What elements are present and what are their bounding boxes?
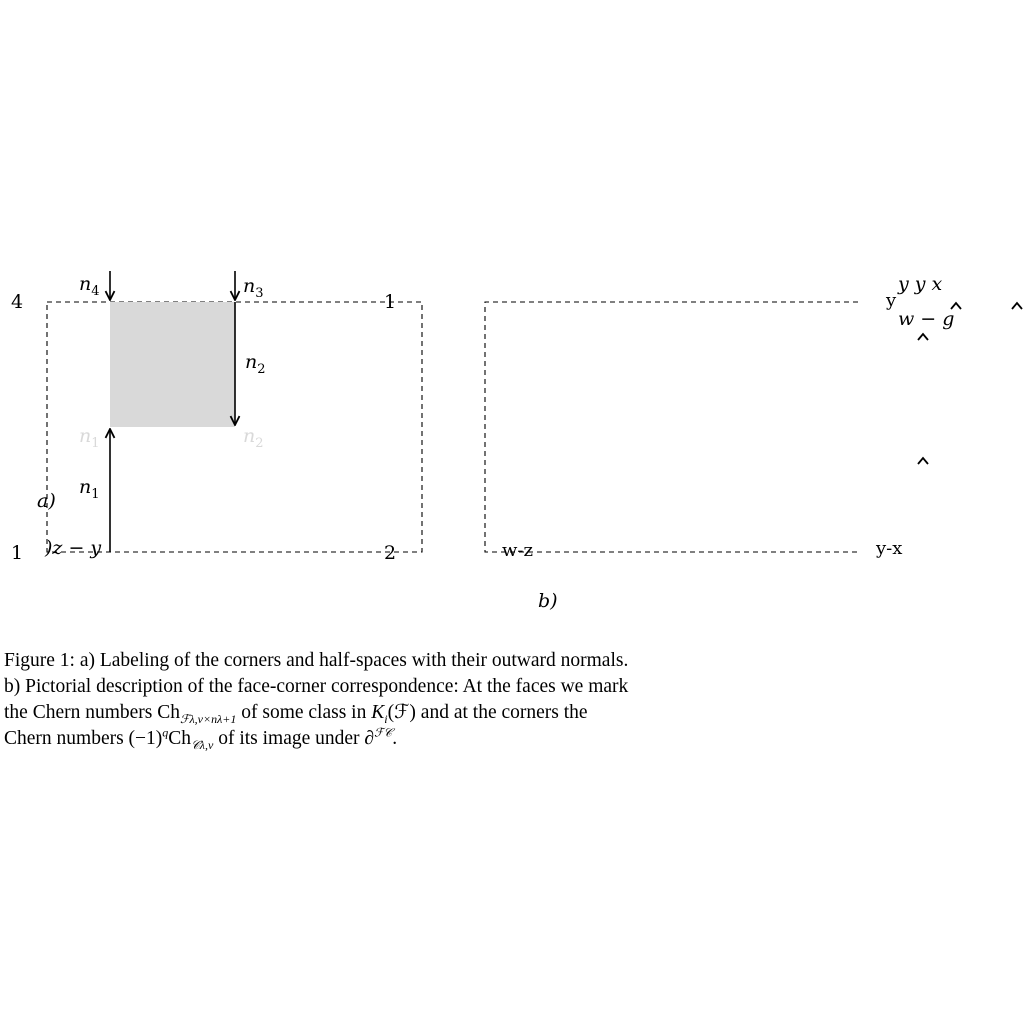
panel-a-dashed-frame — [46, 301, 423, 553]
panel-a-bottom-math: )z − y — [44, 537, 101, 559]
corner-label-bottom-left: 1 — [11, 542, 23, 564]
label-n4-base: n — [79, 273, 91, 295]
label-n4: n4 — [79, 273, 100, 299]
panel-b-corner-w-z: w-z — [502, 540, 533, 561]
caption-line-3-math-sub: i — [384, 711, 388, 726]
label-n2-faded: n2 — [243, 425, 264, 451]
label-n1-base: n — [79, 476, 91, 498]
caption-line-3-math: K — [371, 702, 385, 723]
panel-b-top-math-line1: y y x — [897, 273, 943, 295]
figure-caption: Figure 1: a) Labeling of the corners and… — [4, 648, 774, 752]
panel-b-corner-y: y — [885, 290, 897, 311]
caption-line-1: Figure 1: a) Labeling of the corners and… — [4, 650, 629, 671]
caption-line-4-ch: Ch — [168, 728, 192, 749]
caret-mark-2 — [1011, 301, 1023, 310]
label-n3-base: n — [243, 275, 255, 297]
panel-b: w-z y-x y y y x w − g b) — [484, 273, 1023, 612]
caption-line-3-pre: the Chern numbers Ch — [4, 702, 181, 723]
label-n1-faded-base: n — [79, 425, 91, 447]
caret-mark-1 — [950, 301, 962, 310]
corner-label-top-right: 1 — [384, 291, 396, 313]
caption-line-4-pre: Chern numbers (−1) — [4, 728, 163, 749]
caption-line-3: the Chern numbers Chℱλ,v×nλ+1 of some cl… — [4, 700, 774, 726]
caret-mark-4 — [917, 456, 929, 465]
caption-line-4-mid: of its image under ∂ — [213, 728, 375, 749]
label-n2-base: n — [245, 351, 257, 373]
label-n2-faded-base: n — [243, 425, 255, 447]
caption-line-4-end: . — [392, 728, 398, 749]
label-n3: n3 — [243, 275, 264, 301]
label-n2-sub: 2 — [257, 362, 265, 377]
label-n1-faded-sub: 1 — [91, 436, 99, 451]
panel-a-label: a) — [37, 490, 56, 512]
label-n2-faded-sub: 2 — [255, 436, 263, 451]
shaded-region — [110, 302, 235, 427]
panel-b-corner-y-x: y-x — [875, 538, 902, 559]
label-n1: n1 — [79, 476, 100, 502]
panel-b-top-math-line2: w − g — [898, 308, 954, 330]
panel-b-dashed-frame — [484, 301, 858, 553]
label-n3-sub: 3 — [255, 286, 263, 301]
caret-mark-3 — [917, 332, 929, 341]
corner-label-bottom-right: 2 — [384, 542, 396, 564]
label-n1-sub: 1 — [91, 487, 99, 502]
caption-line-3-sub: ℱλ,v×nλ+1 — [180, 711, 237, 726]
caption-line-3-post: and at the corners the — [415, 702, 588, 723]
caption-line-3-math-post: (ℱ) — [387, 702, 416, 723]
panel-a: n4 n3 n2 n1 n1 n2 1 2 1 4 a) )z − y — [11, 271, 423, 564]
corner-label-top-left: 4 — [11, 291, 23, 313]
label-n4-sub: 4 — [91, 284, 99, 299]
caption-line-4-sub: 𝒞λ,v — [191, 737, 214, 752]
label-n2: n2 — [245, 351, 266, 377]
caption-line-4-sup2: ℱ𝒞 — [374, 725, 393, 740]
caption-line-3-mid: of some class in — [236, 702, 372, 723]
label-n1-faded: n1 — [79, 425, 100, 451]
caption-line-2: b) Pictorial description of the face-cor… — [4, 676, 629, 697]
caption-line-4: Chern numbers (−1)qCh𝒞λ,v of its image u… — [4, 726, 774, 752]
caption-line-4-sup: q — [162, 725, 169, 740]
panel-b-label: b) — [538, 590, 558, 612]
